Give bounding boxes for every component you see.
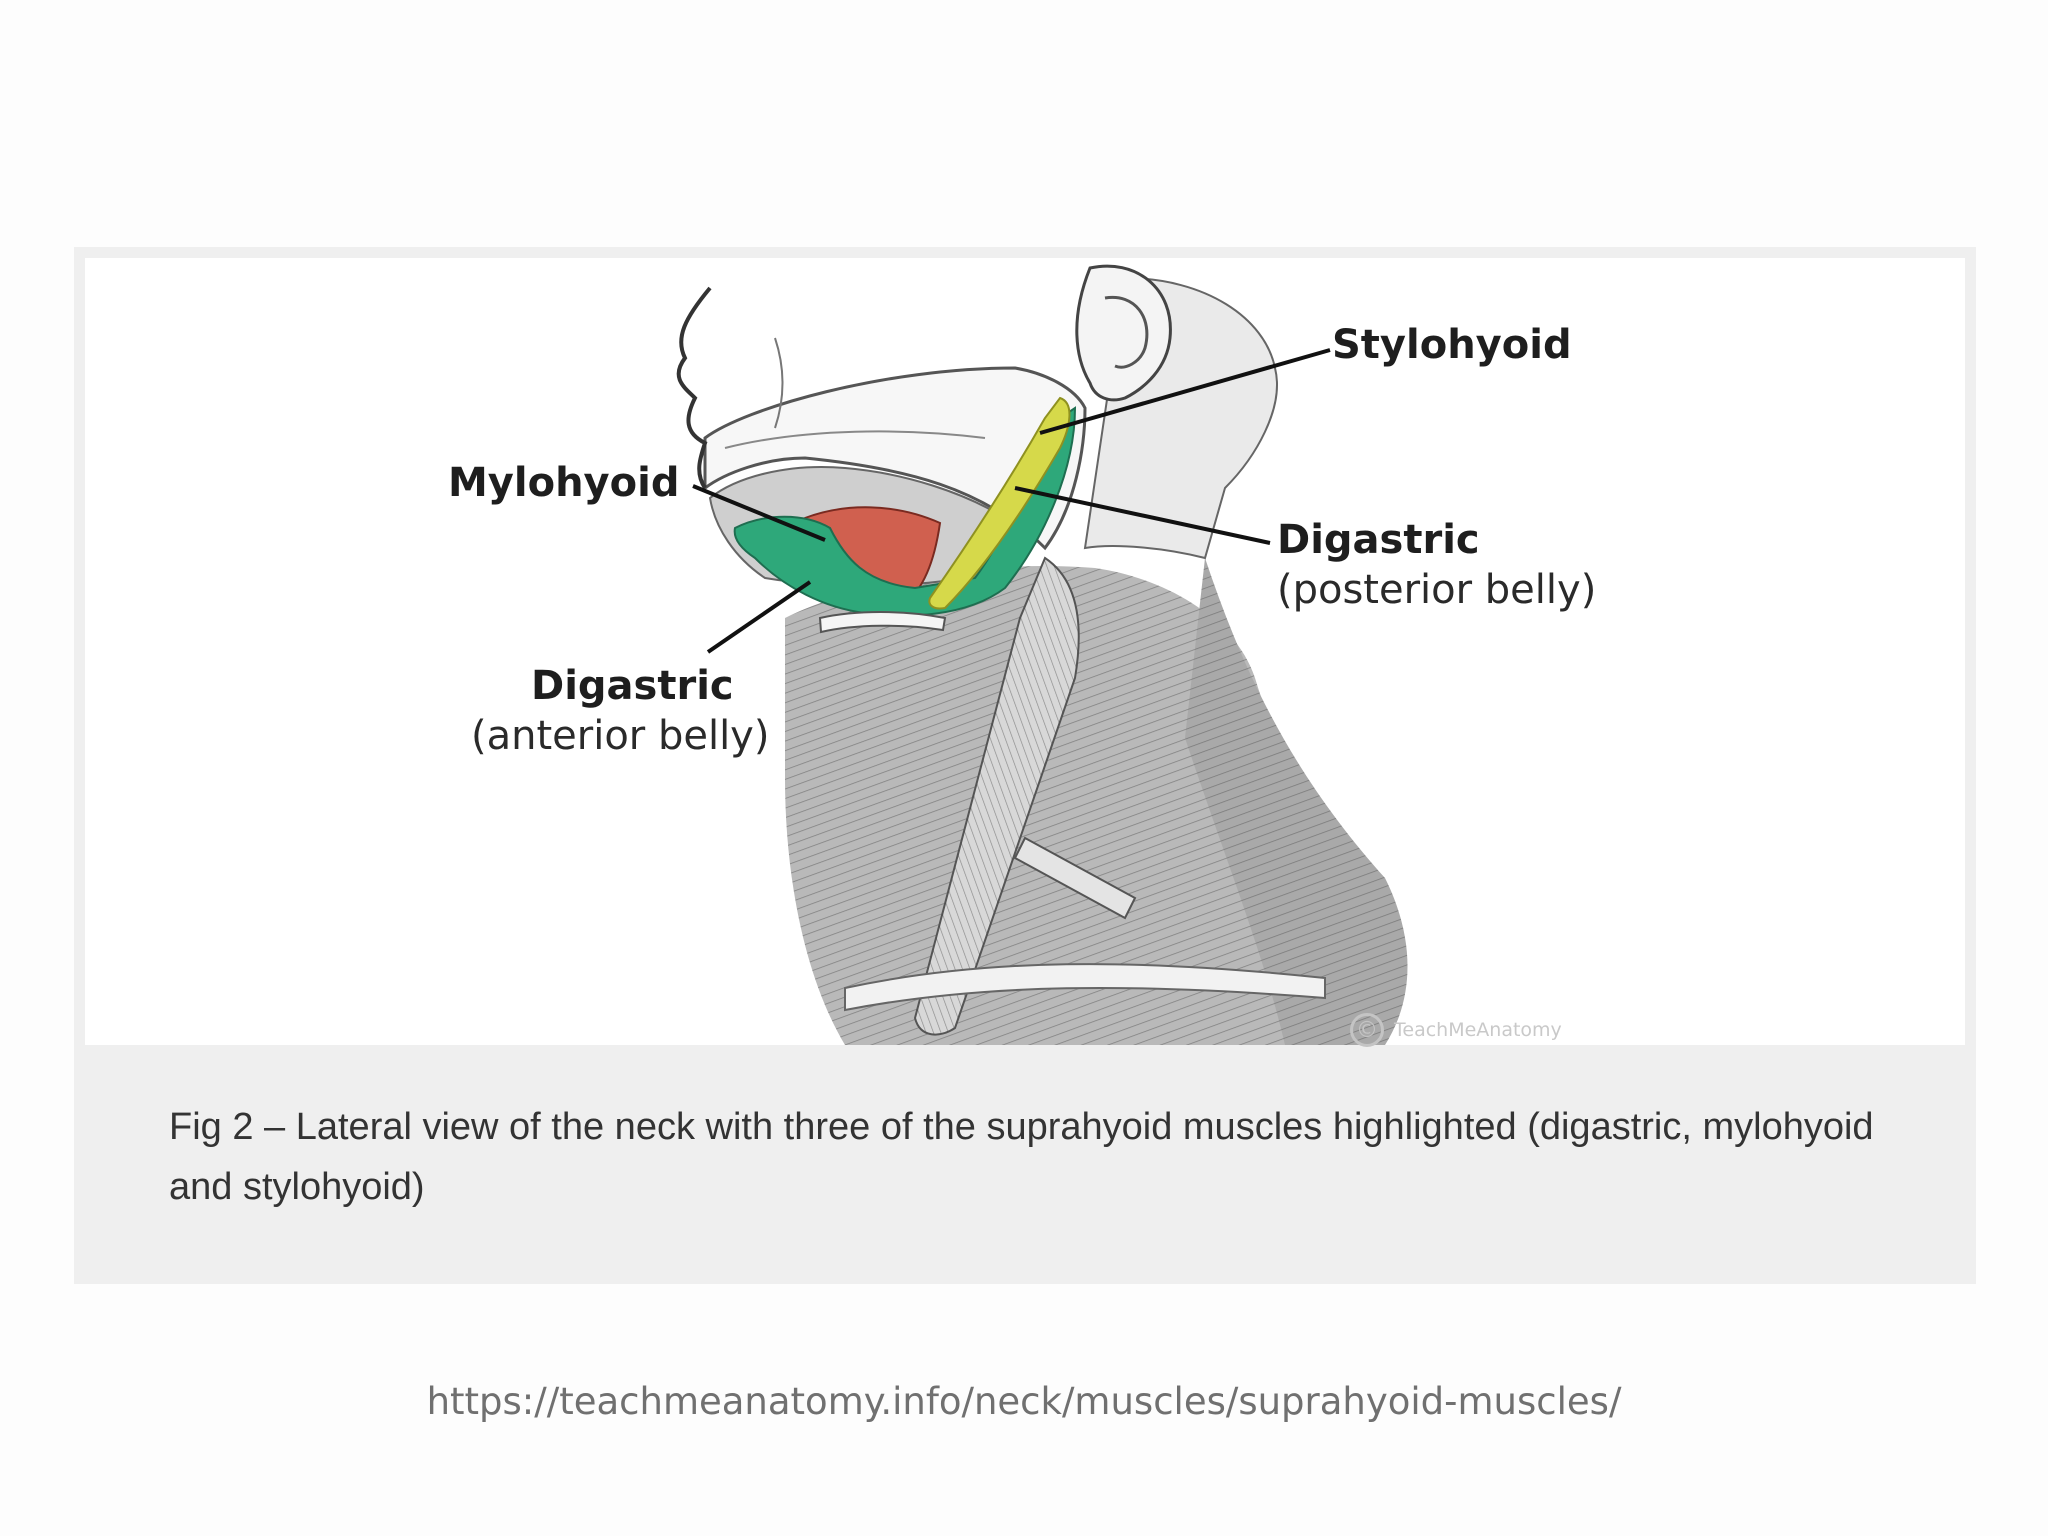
- figure-caption: Fig 2 – Lateral view of the neck with th…: [169, 1106, 1874, 1208]
- leader-digastric-posterior: [1014, 486, 1271, 545]
- watermark: © TeachMeAnatomy: [1350, 1010, 1562, 1050]
- copyright-icon: ©: [1350, 1013, 1384, 1047]
- label-stylohyoid: Stylohyoid: [1332, 320, 1572, 370]
- digastric-muscle: [733, 406, 1077, 617]
- stylohyoid-muscle: [928, 396, 1071, 610]
- clavicle: [844, 963, 1326, 1012]
- neck-lateral-view-drawing: [676, 264, 1408, 1045]
- leader-stylohyoid: [1039, 348, 1331, 435]
- ear: [1075, 264, 1172, 402]
- label-digastric-anterior-detail: (anterior belly): [471, 713, 770, 759]
- watermark-text: TeachMeAnatomy: [1394, 1019, 1562, 1041]
- source-url: https://teachmeanatomy.info/neck/muscles…: [426, 1380, 1622, 1423]
- label-mylohyoid-name: Mylohyoid: [448, 460, 680, 506]
- anatomy-illustration: Stylohyoid Mylohyoid Digastric (posterio…: [85, 258, 1965, 1047]
- label-stylohyoid-name: Stylohyoid: [1332, 322, 1572, 368]
- leader-mylohyoid: [692, 484, 826, 542]
- label-mylohyoid: Mylohyoid: [448, 458, 679, 508]
- label-digastric-anterior-name: Digastric: [531, 663, 734, 709]
- mandible: [703, 366, 1087, 551]
- leader-digastric-anterior: [706, 580, 812, 654]
- label-digastric-posterior-detail: (posterior belly): [1277, 567, 1597, 613]
- figure-frame: Stylohyoid Mylohyoid Digastric (posterio…: [74, 247, 1976, 1284]
- hyoid-bone: [818, 611, 947, 634]
- label-digastric-anterior: Digastric (anterior belly): [471, 661, 769, 761]
- label-digastric-posterior-name: Digastric: [1277, 517, 1480, 563]
- label-digastric-posterior: Digastric (posterior belly): [1277, 515, 1596, 615]
- face-profile: [676, 286, 712, 490]
